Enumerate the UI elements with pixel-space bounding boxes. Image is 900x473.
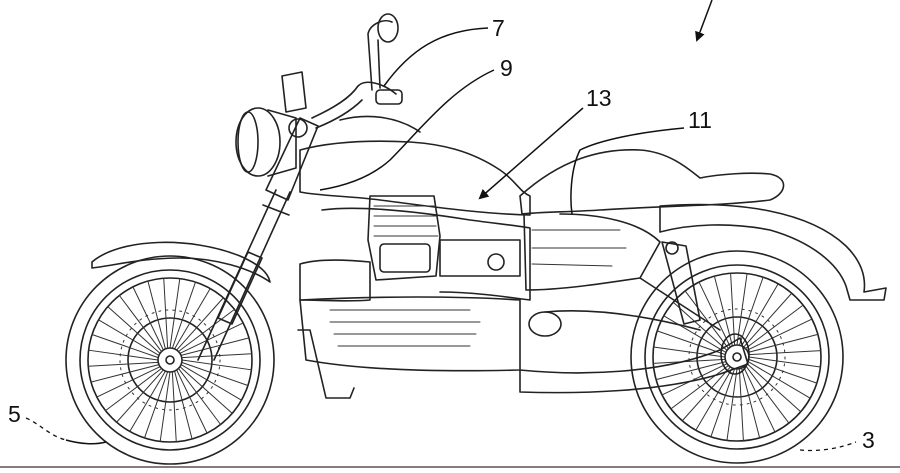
spoke [695,367,733,431]
engine [297,195,521,399]
spoke [171,371,177,443]
spoke [681,366,731,422]
spoke [129,370,166,432]
spoke [736,273,748,346]
exhaust [519,310,750,394]
spoke [179,322,244,354]
spoke [181,359,252,371]
spoke [684,290,730,350]
headlight [235,107,297,177]
spoke [116,369,164,423]
spoke [748,356,821,368]
spoke [741,283,779,347]
spoke [746,363,802,413]
ref-13: 13 [586,85,612,111]
spoke [177,367,222,426]
ref-9: 9 [500,55,513,81]
spoke [179,366,233,414]
spoke [726,368,738,441]
spoke [670,364,730,410]
spoke [741,367,761,439]
seat [519,148,785,291]
spoke [746,318,813,351]
spoke [181,361,249,387]
spoke [180,364,242,401]
front-wheel [65,255,275,465]
spoke [88,349,159,361]
spoke [744,364,790,424]
spoke [653,346,726,358]
spoke [171,281,197,349]
spoke [748,358,818,384]
spoke [96,366,161,398]
spoke [672,301,728,351]
rear-wheel [630,250,844,464]
spoke [174,288,211,350]
spoke [176,297,224,351]
spoke [655,361,727,381]
spoke [90,364,160,383]
leader-lines [25,0,857,452]
spoke [169,278,181,349]
instrument-gauge [281,71,307,113]
ref-7: 7 [492,15,505,41]
spoke [713,275,733,347]
spoke [748,350,822,356]
spoke [91,333,159,359]
spoke [743,366,776,433]
spoke [743,292,793,348]
spoke [98,319,160,356]
ref-5: 5 [8,401,21,427]
spoke [177,308,236,353]
front-fender [91,241,271,283]
ref-11: 11 [688,107,712,133]
front-fork [197,117,319,361]
spoke [180,337,250,356]
spoke [738,276,764,346]
spoke [747,361,811,399]
spoke [107,306,161,354]
spoke [710,368,736,438]
spoke [174,370,193,440]
spoke [87,361,159,367]
spoke [738,368,744,442]
spoke [104,367,163,412]
rear-shock [639,241,721,331]
ref-3: 3 [862,427,875,453]
spoke [176,369,208,434]
spoke [656,330,726,356]
spoke [118,294,163,353]
spoke [132,286,164,351]
spoke [143,371,169,439]
spoke [652,358,726,364]
spoke [663,315,727,353]
spoke [661,363,728,396]
body-side [321,207,531,301]
spoke [159,371,171,442]
rear-fender [659,203,887,301]
spoke [747,333,819,353]
spoke [147,280,166,350]
spoke [163,277,169,349]
spoke [730,272,736,346]
spoke [698,281,731,348]
handlebar [311,13,421,133]
spoke [744,304,804,350]
fuel-tank [299,140,531,216]
